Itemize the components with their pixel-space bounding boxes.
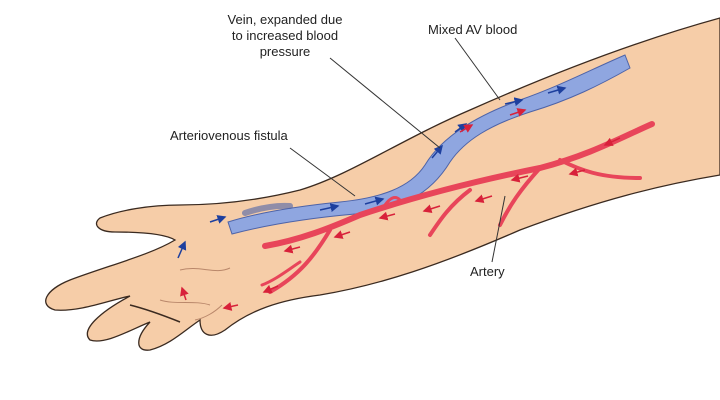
artery-label: Artery <box>470 264 505 279</box>
vein-label-line: pressure <box>259 44 311 59</box>
arteriovenous-fistula-label: Arteriovenous fistula <box>170 128 288 143</box>
vein-label-line: to increased blood <box>231 28 339 43</box>
finger-line <box>129 304 181 323</box>
vein-label-line: Vein, expanded due <box>227 12 343 27</box>
arterial-flow-arrows <box>180 108 621 311</box>
palm-crease <box>194 304 223 321</box>
palm-crease <box>179 267 231 272</box>
vein-branch <box>242 202 293 216</box>
artery <box>260 121 655 294</box>
vein-label: Vein, expanded due to increased blood pr… <box>200 12 370 60</box>
palm-crease <box>159 299 211 306</box>
mixed-av-blood-label: Mixed AV blood <box>428 22 518 37</box>
leader-lines <box>289 37 506 263</box>
